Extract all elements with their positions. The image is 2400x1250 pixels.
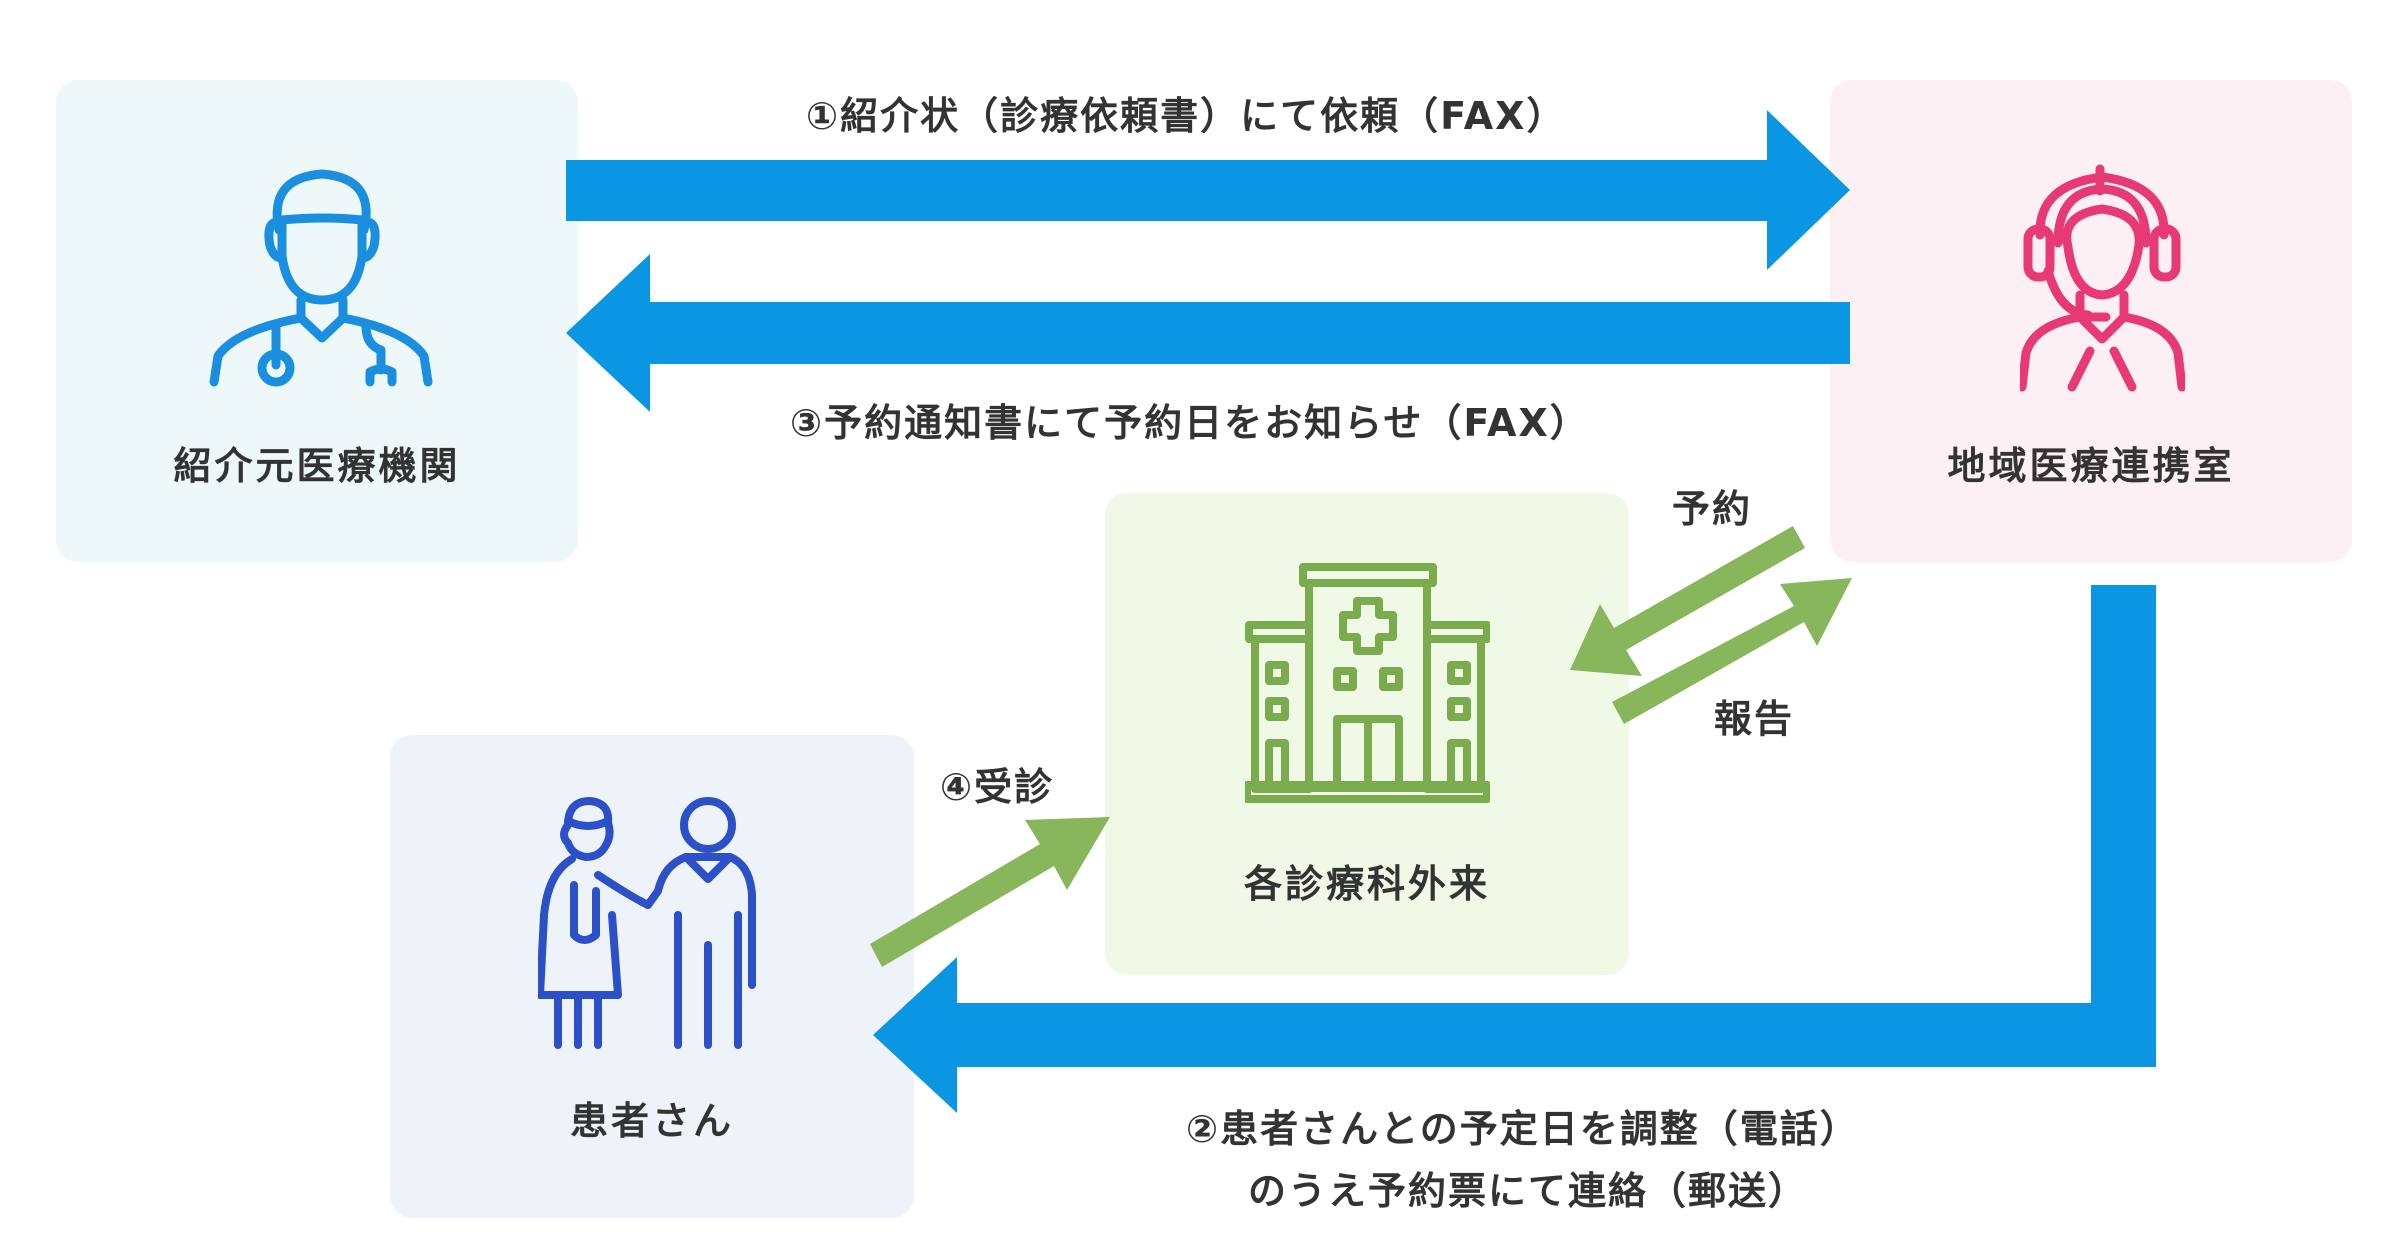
reserve-arrow (1570, 526, 1805, 676)
elderly-couple-icon (538, 797, 756, 1049)
report-label: 報告 (1714, 697, 1795, 741)
report-arrow (1612, 578, 1852, 724)
operator-headset-icon (2020, 164, 2185, 392)
liaison-label: 地域医療連携室 (1947, 444, 2235, 488)
referring-node: 紹介元医療機関 (56, 80, 578, 562)
outpatient-label: 各診療科外来 (1243, 862, 1490, 906)
step2-label-line2: のうえ予約票にて連絡（郵送） (1248, 1169, 1809, 1213)
liaison-node: 地域医療連携室 (1830, 80, 2352, 562)
referring-label: 紹介元医療機関 (173, 444, 461, 488)
step1-label: ①紹介状（診療依頼書）にて依頼（FAX） (806, 94, 1567, 138)
step3-label: ③予約通知書にて予約日をお知らせ（FAX） (790, 401, 1590, 445)
reserve-label: 予約 (1672, 487, 1753, 531)
step2-label-line1: ②患者さんとの予定日を調整（電話） (1186, 1107, 1860, 1151)
patient-label: 患者さん (569, 1099, 734, 1143)
step1-arrow (566, 110, 1850, 270)
hospital-building-icon (1245, 563, 1490, 803)
patient-node: 患者さん (390, 735, 914, 1218)
step2-arrow (873, 585, 2156, 1113)
step4-arrow (870, 817, 1110, 967)
step4-label: ④受診 (940, 765, 1055, 809)
doctor-icon (209, 169, 433, 387)
step3-arrow (566, 254, 1850, 412)
outpatient-node: 各診療科外来 (1105, 493, 1629, 975)
